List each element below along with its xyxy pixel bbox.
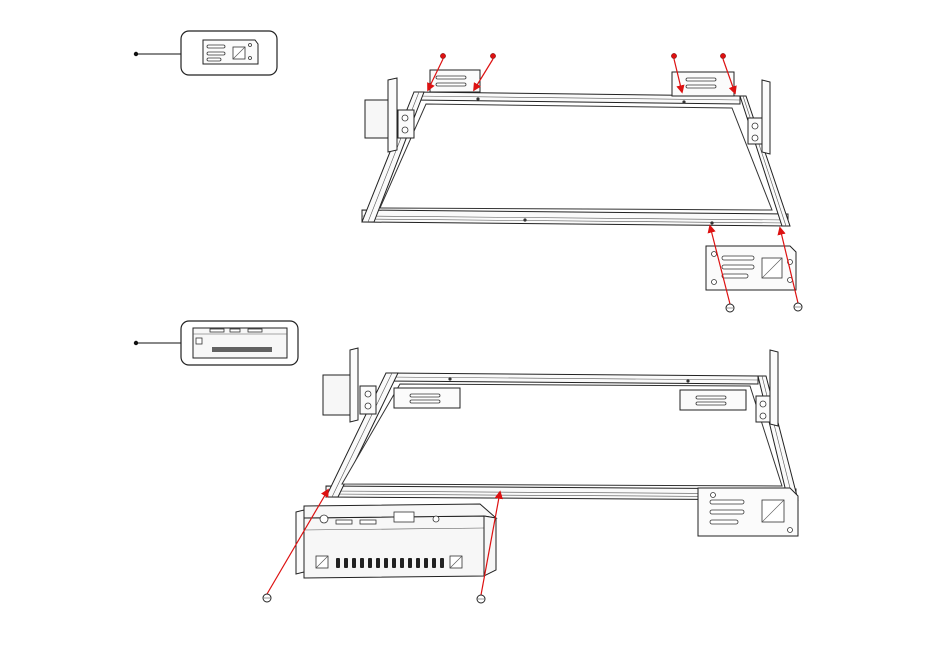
- step-2-callout: [134, 321, 298, 365]
- step-2-frame: [263, 348, 798, 603]
- step-1-frame: [362, 53, 802, 312]
- step-2-thumb-vents: [212, 347, 272, 352]
- step-1-callout: [134, 31, 277, 75]
- control-box: [296, 504, 496, 578]
